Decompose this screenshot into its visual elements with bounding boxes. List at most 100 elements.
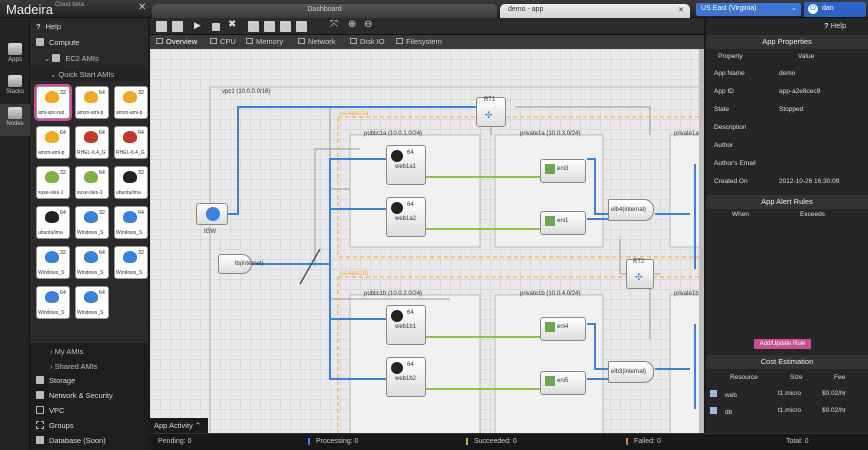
close-tab-icon[interactable]: ✕ <box>678 7 684 14</box>
app-properties-title: App Properties <box>706 35 868 49</box>
sidebar-database[interactable]: Database (Soon) <box>30 434 148 447</box>
sidebar-network-security[interactable]: Network & Security <box>30 389 148 402</box>
panel-help[interactable]: ? Help <box>824 21 846 30</box>
chevron-down-icon: ⌄ <box>44 54 53 63</box>
eni-eni1[interactable]: eni1 <box>540 211 586 235</box>
sidebar-shared-amis[interactable]: › Shared AMIs <box>30 360 148 373</box>
add-update-rule-button[interactable]: Add/Update Rule <box>754 339 811 349</box>
sidebar-my-amis[interactable]: › My AMIs <box>30 345 148 358</box>
zoom-out-icon[interactable]: ⊖ <box>364 19 373 30</box>
tab-disk-io[interactable]: Disk IO <box>350 37 385 46</box>
sidebar-compute[interactable]: Compute <box>30 36 148 49</box>
template-icon[interactable] <box>296 21 307 32</box>
rail-apps[interactable]: Apps <box>0 40 30 72</box>
tab-demo-app[interactable]: demo - app✕ <box>500 4 690 18</box>
ami-label: Windows_S <box>116 270 143 276</box>
play-icon[interactable]: ▶ <box>194 20 201 30</box>
tab-network[interactable]: Network <box>298 37 336 46</box>
duplicate-icon[interactable] <box>280 21 291 32</box>
route-icon: ✣ <box>635 272 643 282</box>
ami-logo-icon <box>84 251 98 263</box>
filesystem-icon <box>396 38 403 44</box>
rail-stacks[interactable]: Stacks <box>0 72 30 104</box>
sidebar-ec2-amis[interactable]: ⌄ EC2 AMIs <box>30 52 148 65</box>
load-balancer-internet[interactable]: lb(internet) <box>218 254 264 274</box>
ami-arch: 64 <box>59 290 66 296</box>
tab-memory[interactable]: Memory <box>246 37 283 46</box>
tab-label: Memory <box>256 37 284 46</box>
ami-label: ubuntu/ima <box>38 230 63 236</box>
ec2-amis-label: EC2 AMIs <box>65 54 99 63</box>
tab-dashboard[interactable]: Dashboard <box>152 4 497 18</box>
nodes-icon <box>8 107 22 119</box>
app-activity-toggle[interactable]: App Activity ⌃ <box>150 418 208 433</box>
ami-icon <box>52 54 61 62</box>
save-icon[interactable] <box>248 21 259 32</box>
export-icon[interactable] <box>264 21 275 32</box>
rail-nodes[interactable]: Nodes <box>0 104 30 136</box>
tab-label: Overview <box>166 37 198 46</box>
canvas-scrollbar[interactable] <box>699 49 704 433</box>
route-table-rt1[interactable]: RT1✣ <box>476 97 506 127</box>
stop-icon[interactable] <box>212 23 220 31</box>
gateway-icon <box>206 207 220 221</box>
eni-eni4[interactable]: eni4 <box>540 317 586 341</box>
region-select[interactable]: US East (Virginia)⌄ <box>696 3 801 16</box>
user-menu[interactable]: ⏻dan <box>804 2 866 17</box>
sidebar-quick-start[interactable]: ⌄ Quick Start AMIs <box>30 68 148 81</box>
terminate-icon[interactable]: ✖ <box>228 19 237 30</box>
rail-label: Stacks <box>5 89 24 95</box>
tab-cpu[interactable]: CPU <box>210 37 236 46</box>
tab-filesystem[interactable]: Filesystem <box>396 37 442 46</box>
network-icon <box>298 38 305 44</box>
design-canvas[interactable]: vpc1 (10.0.0.0/16) us-east-1a us-east-1b… <box>150 49 704 433</box>
sidebar-help[interactable]: ?Help <box>30 20 148 33</box>
ami-arch: 64 <box>98 130 105 136</box>
sidebar-storage[interactable]: Storage <box>30 374 148 387</box>
collapse-sidebar-icon[interactable]: ✕ <box>138 2 147 13</box>
sidebar-groups[interactable]: Groups <box>30 419 148 432</box>
eni-eni5[interactable]: eni5 <box>540 371 586 395</box>
menu-icon[interactable] <box>172 21 183 32</box>
arch-label: 64 <box>407 150 414 156</box>
internet-gateway[interactable] <box>196 203 228 225</box>
fit-icon[interactable]: ⤧ <box>330 19 338 30</box>
property-key: Author <box>714 142 734 149</box>
cost-size: t1.micro <box>778 407 802 414</box>
eni-eni3[interactable]: eni3 <box>540 159 586 183</box>
load-balancer-elb4[interactable]: elb4(internal) <box>608 199 654 221</box>
tab-overview[interactable]: Overview <box>156 37 197 46</box>
eni-label: eni1 <box>557 218 569 224</box>
load-balancer-elb3[interactable]: elb3(internal) <box>608 361 654 383</box>
ami-logo-icon <box>84 211 98 223</box>
route-table-rt2[interactable]: RT2✣ <box>626 259 654 289</box>
ami-label: amzn-ami-p <box>116 110 143 116</box>
stacks-icon <box>8 75 22 87</box>
col-fee: Fee <box>834 374 846 381</box>
list-icon[interactable] <box>156 21 167 32</box>
sidebar-vpc[interactable]: VPC <box>30 404 148 417</box>
zoom-in-icon[interactable]: ⊕ <box>348 19 357 30</box>
col-resource: Resource <box>730 374 758 381</box>
